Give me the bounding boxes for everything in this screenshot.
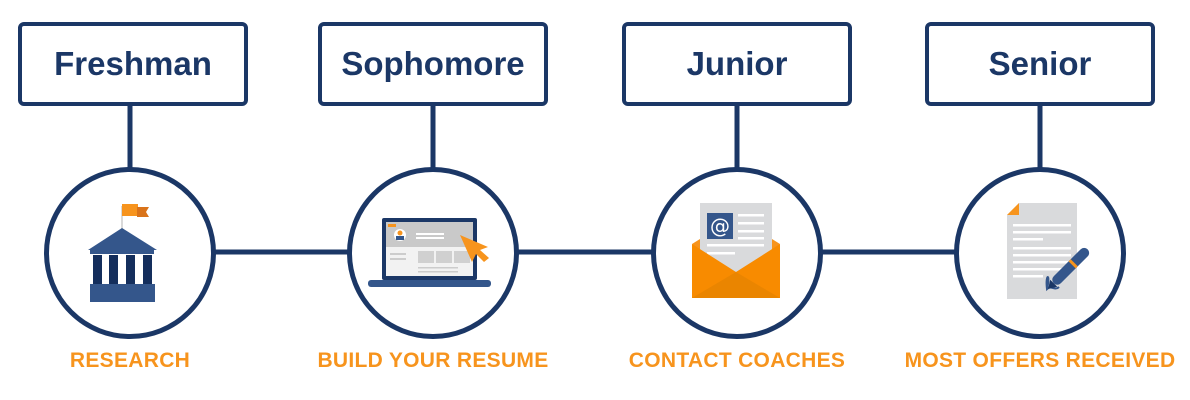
laptop-resume-icon: [368, 218, 491, 287]
signed-contract-icon: [1007, 203, 1090, 299]
email-envelope-icon: @: [692, 203, 780, 298]
year-box-sophomore: Sophomore: [318, 22, 548, 106]
step-label-most-offers: MOST OFFERS RECEIVED: [904, 349, 1176, 372]
step-label-research: RESEARCH: [69, 349, 191, 372]
stage-circle-senior: [954, 167, 1126, 339]
year-box-freshman: Freshman: [18, 22, 248, 106]
stage-circle-sophomore: [347, 167, 519, 339]
step-label-build-resume: BUILD YOUR RESUME: [317, 349, 549, 372]
stage-circle-junior: @: [651, 167, 823, 339]
svg-text:@: @: [710, 214, 730, 238]
year-box-junior: Junior: [622, 22, 852, 106]
stage-circle-freshman: [44, 167, 216, 339]
year-box-senior: Senior: [925, 22, 1155, 106]
step-label-contact-coaches: CONTACT COACHES: [628, 349, 846, 372]
university-building-icon: [88, 204, 157, 302]
